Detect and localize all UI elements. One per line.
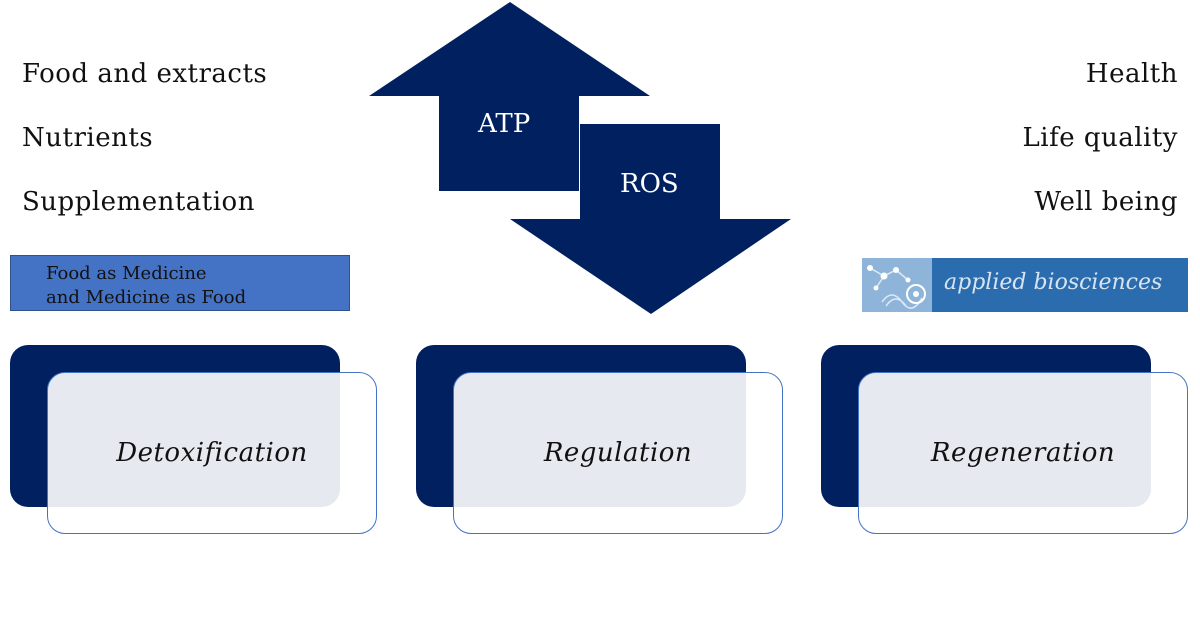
card-label-detoxification: Detoxification — [116, 438, 308, 468]
card-regulation: Regulation — [416, 345, 786, 537]
right-item-well-being: Well being — [1034, 187, 1178, 217]
card-detoxification: Detoxification — [10, 345, 380, 537]
food-as-medicine-banner: Food as Medicine and Medicine as Food — [10, 255, 350, 311]
atp-label: ATP — [478, 109, 531, 139]
card-regeneration: Regeneration — [821, 345, 1191, 537]
banner-line-2: and Medicine as Food — [46, 287, 247, 308]
left-item-nutrients: Nutrients — [22, 123, 154, 153]
left-item-food-extracts: Food and extracts — [22, 59, 268, 89]
right-item-health: Health — [1085, 59, 1178, 89]
card-front-shape — [47, 372, 377, 534]
ros-down-arrow — [510, 124, 791, 314]
card-label-regulation: Regulation — [543, 438, 693, 468]
card-front-shape — [453, 372, 783, 534]
card-label-regeneration: Regeneration — [930, 438, 1116, 468]
banner-line-1: Food as Medicine — [46, 263, 207, 284]
card-front-shape — [858, 372, 1188, 534]
molecule-icon — [862, 258, 932, 312]
ros-label: ROS — [620, 169, 679, 199]
right-item-life-quality: Life quality — [1022, 123, 1178, 153]
applied-biosciences-logo: applied biosciences — [862, 258, 1188, 312]
atp-up-arrow — [369, 2, 650, 191]
logo-text: applied biosciences — [944, 270, 1163, 295]
left-item-supplementation: Supplementation — [22, 187, 255, 217]
